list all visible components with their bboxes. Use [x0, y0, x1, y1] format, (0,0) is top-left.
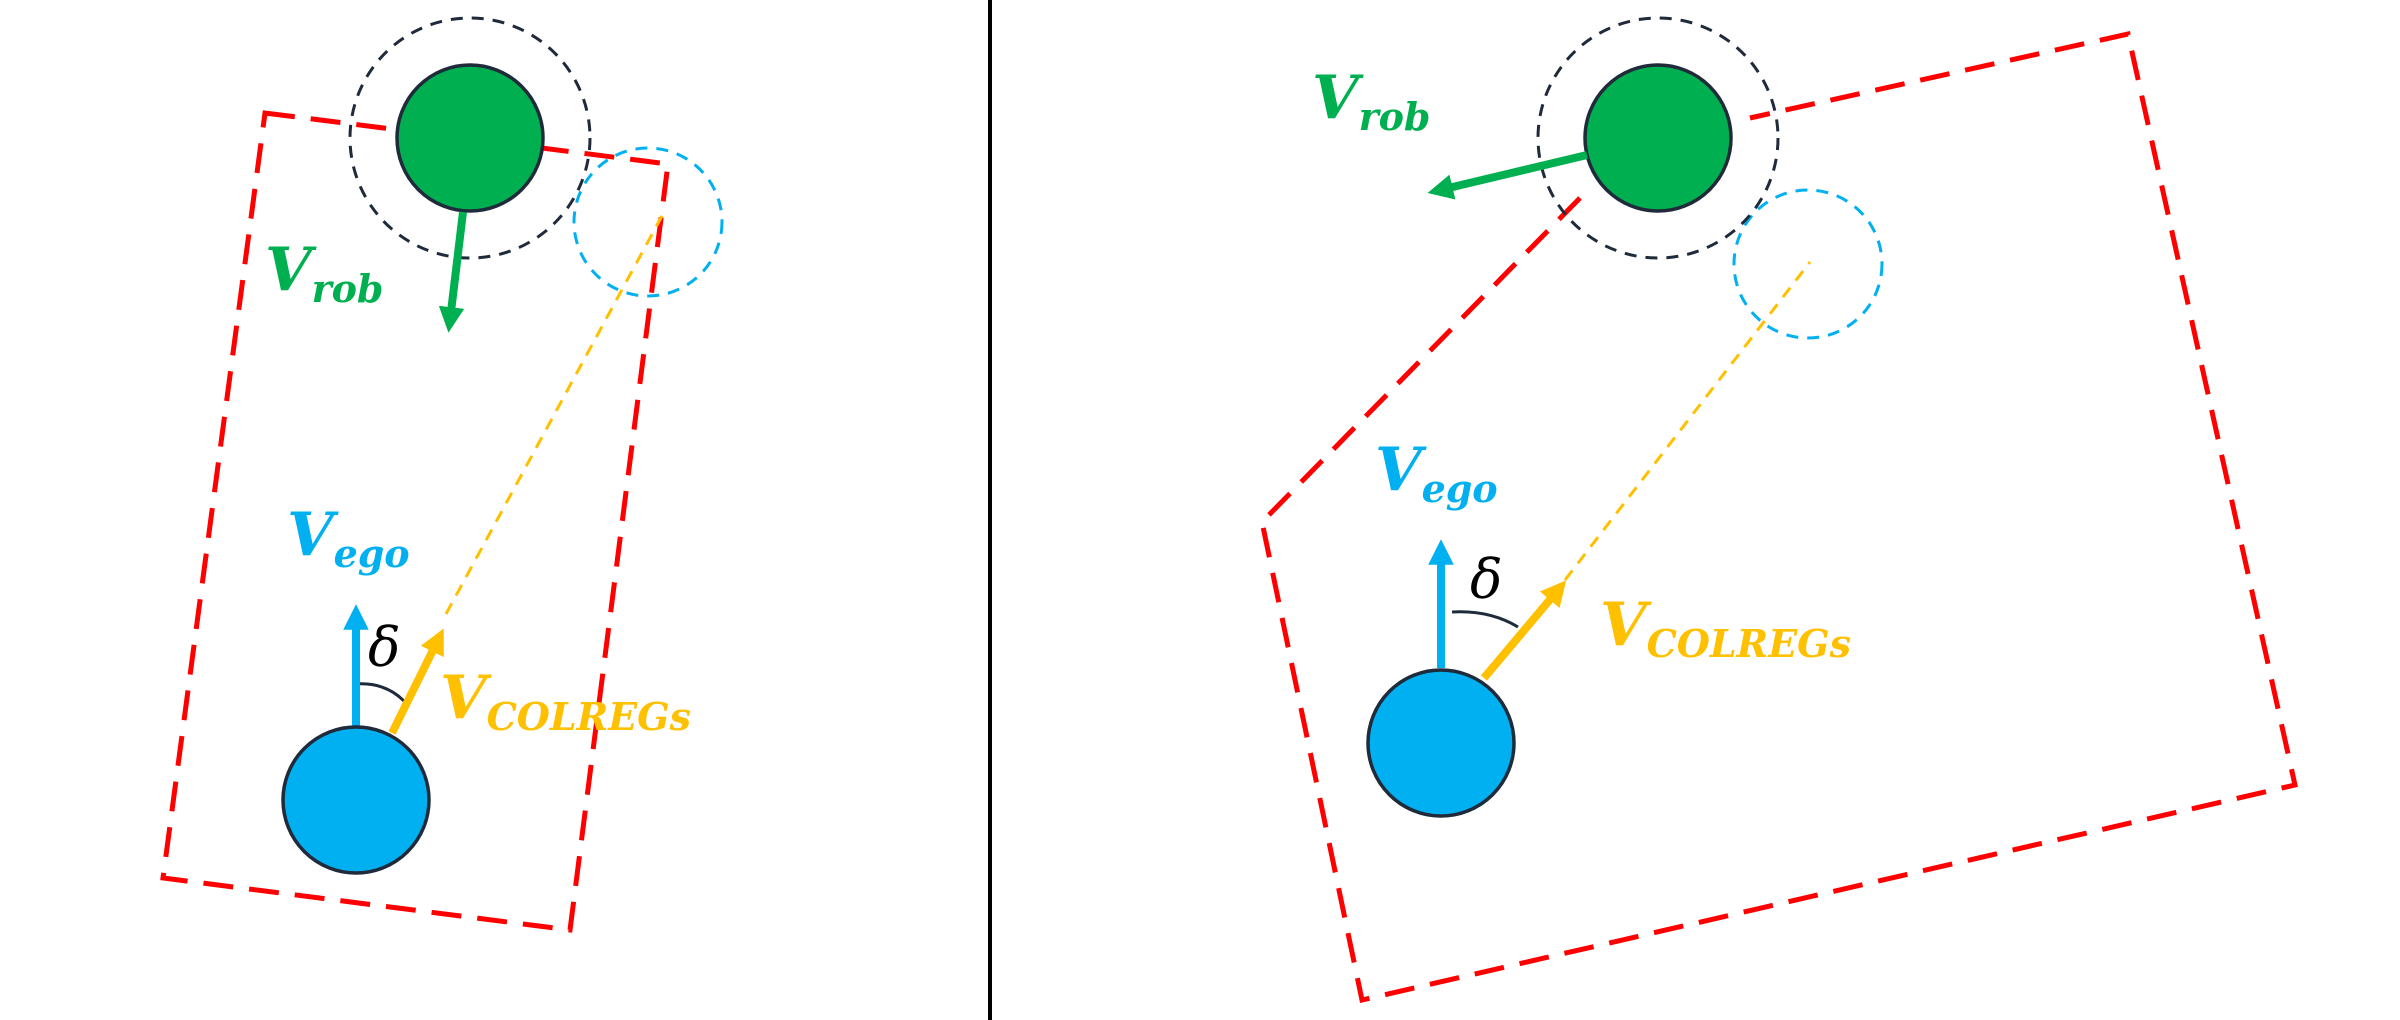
v-ego-sub: ego	[1422, 466, 1498, 511]
predicted-position-circle	[572, 146, 724, 298]
v-rob-label: Vrob	[1312, 63, 1431, 139]
v-colregs-label: VCOLREGs	[440, 663, 691, 739]
v-ego-label: Vego	[287, 500, 410, 576]
v-rob-sub: rob	[1359, 94, 1431, 139]
v-rob-sub: rob	[312, 266, 384, 311]
robot-safety-circle	[348, 16, 592, 260]
v-ego-sub: ego	[334, 531, 410, 576]
robot-safety-circle	[1536, 16, 1780, 260]
colregs-target-line	[444, 213, 665, 615]
robot-velocity-arrow	[438, 211, 467, 333]
robot-vessel	[1583, 63, 1733, 213]
delta-angle-arc	[355, 682, 406, 703]
robot-vessel	[395, 63, 545, 213]
v-ego-label: Vego	[1375, 435, 1498, 511]
v-colregs-main: V	[1600, 590, 1652, 660]
right-panel: Vrob Vego VCOLREGs δ	[1259, 16, 2298, 1004]
collision-region	[160, 110, 671, 933]
delta-label: δ	[368, 616, 401, 679]
ego-vessel	[1366, 668, 1516, 818]
v-colregs-sub: COLREGs	[487, 694, 691, 739]
colregs-target-line	[1563, 261, 1812, 581]
v-colregs-label: VCOLREGs	[1600, 590, 1851, 666]
v-ego-main: V	[1375, 435, 1427, 505]
colregs-velocity-arrow	[388, 628, 444, 735]
robot-velocity-arrow	[1427, 151, 1588, 200]
predicted-position-circle	[1732, 188, 1884, 340]
ego-vessel	[281, 725, 431, 875]
v-rob-main: V	[265, 235, 317, 305]
delta-angle-arc	[1451, 610, 1519, 629]
collision-region	[1259, 31, 2298, 1004]
delta-label: δ	[1470, 548, 1503, 611]
colregs-velocity-arrow	[1480, 580, 1567, 681]
left-panel: Vrob Vego VCOLREGs δ	[160, 16, 724, 933]
v-ego-main: V	[287, 500, 339, 570]
v-rob-label: Vrob	[265, 235, 384, 311]
v-rob-main: V	[1312, 63, 1364, 133]
v-colregs-sub: COLREGs	[1647, 621, 1851, 666]
v-colregs-main: V	[440, 663, 492, 733]
